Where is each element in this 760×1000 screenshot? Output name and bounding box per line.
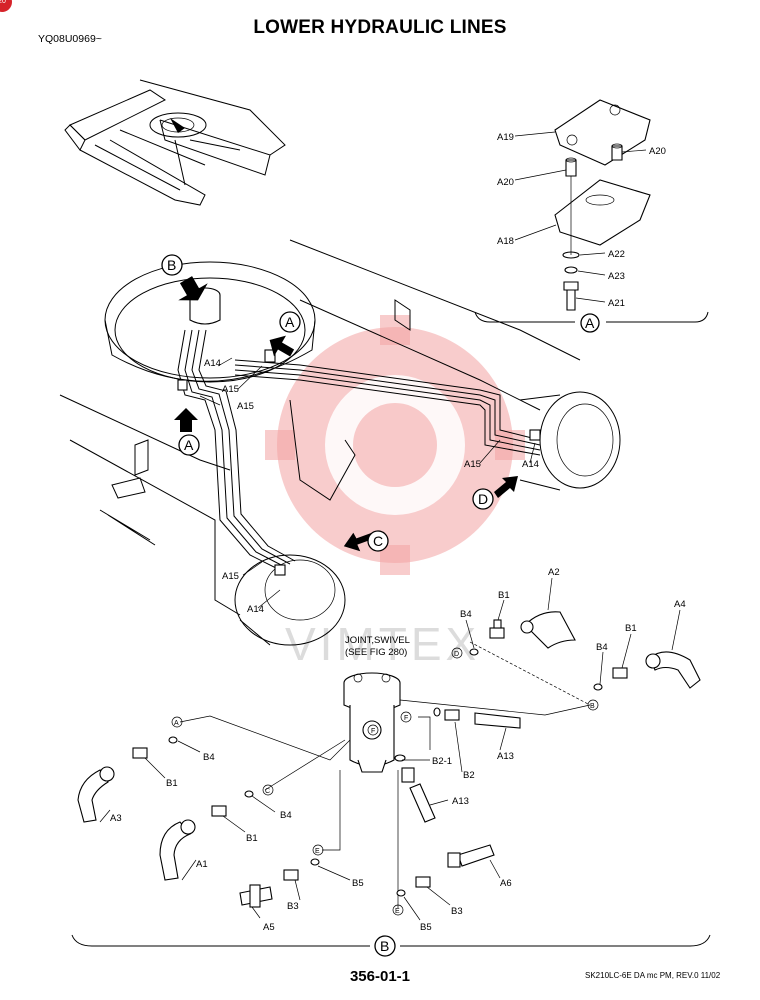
watermark-text: VIMTEX: [285, 618, 480, 670]
undercarriage-thumbnail: [64, 79, 286, 206]
mark-f-lower-letter: F: [371, 728, 375, 735]
label-b2: B2: [463, 770, 475, 781]
mark-e-left-letter: E: [315, 848, 320, 855]
label-a14-bottom: A14: [247, 604, 264, 615]
label-a22: A22: [608, 249, 625, 260]
page-title: LOWER HYDRAULIC LINES: [253, 17, 507, 38]
page-number: 356-01-1: [349, 968, 411, 985]
mark-c-letter: C: [265, 788, 270, 795]
label-a4: A4: [674, 599, 686, 610]
callout-c-circle: [367, 530, 389, 552]
callout-a-detail-letter: A: [585, 315, 595, 331]
callout-a-upper-circle: [279, 311, 301, 333]
mark-e-bottom-circle: [392, 904, 404, 916]
label-b1-right: B1: [625, 623, 637, 634]
label-a2: A2: [548, 567, 560, 578]
callout-a-upper-letter: A: [285, 314, 295, 330]
mark-e-left-circle: [312, 844, 324, 856]
label-a15-left: A15: [237, 401, 254, 412]
label-a5: A5: [263, 922, 275, 933]
label-a3: A3: [110, 813, 122, 824]
label-b3-right: B3: [451, 906, 463, 917]
label-a21: A21: [608, 298, 625, 309]
label-b4-right: B4: [596, 642, 608, 653]
label-a15-right: A15: [464, 459, 481, 470]
callout-d-circle: [472, 488, 494, 510]
mark-f-upper-circle: [400, 711, 412, 723]
label-b5-left: B5: [352, 878, 364, 889]
revision-info: SK210LC-6E DA mc PM, REV.0 11/02: [585, 971, 721, 980]
label-b3-left: B3: [287, 901, 299, 912]
label-a15-mid: A15: [222, 384, 239, 395]
callout-a-detail-circle: [580, 313, 600, 333]
callout-b-circle: [161, 254, 183, 276]
label-a19: A19: [497, 132, 514, 143]
mark-d-letter: D: [454, 651, 459, 658]
mark-b-circle: [587, 699, 599, 711]
label-a14-right: A14: [522, 459, 539, 470]
callout-b-detail-letter: B: [380, 938, 389, 954]
mark-d-circle: [451, 647, 463, 659]
frame-overview: [59, 239, 621, 646]
mark-f-upper-letter: F: [404, 715, 408, 722]
label-b4-left: B4: [203, 752, 215, 763]
callout-c-letter: C: [373, 533, 383, 549]
label-b5-bottom: B5: [420, 922, 432, 933]
label-a20-left: A20: [497, 177, 514, 188]
label-b2-1: B2-1: [432, 756, 452, 767]
label-a20-right: A20: [649, 146, 666, 157]
corner-badge: 20: [0, 0, 12, 12]
swivel-label-line1: JOINT,SWIVEL: [345, 635, 410, 646]
callout-d-letter: D: [478, 491, 488, 507]
label-b1-mid: B1: [246, 833, 258, 844]
label-b1-top: B1: [498, 590, 510, 601]
document-code: YQ08U0969~: [38, 33, 102, 45]
detail-a-assembly: [474, 99, 709, 323]
callout-b-letter: B: [167, 257, 176, 273]
label-a14-top: A14: [204, 358, 221, 369]
label-a23: A23: [608, 271, 625, 282]
label-b4-top: B4: [460, 609, 472, 620]
mark-a-letter: A: [174, 720, 179, 727]
label-b4-mid: B4: [280, 810, 292, 821]
label-b1-left: B1: [166, 778, 178, 789]
label-a15-bottom: A15: [222, 571, 239, 582]
label-a13-top: A13: [497, 751, 514, 762]
callout-a-lower-circle: [178, 434, 200, 456]
callout-b-detail-circle: [374, 935, 396, 957]
mark-f-lower-circle: [367, 724, 379, 736]
mark-c-circle: [262, 784, 274, 796]
label-a13-bottom: A13: [452, 796, 469, 807]
mark-e-bottom-letter: E: [395, 908, 400, 915]
swivel-label-line2: (SEE FIG 280): [345, 647, 407, 658]
label-a1: A1: [196, 859, 208, 870]
label-a18: A18: [497, 236, 514, 247]
callout-a-lower-letter: A: [184, 437, 194, 453]
fitting-b1-top: [489, 619, 505, 639]
label-a6: A6: [500, 878, 512, 889]
mark-b-letter: B: [590, 703, 595, 710]
detail-b-exploded-view: [71, 577, 711, 947]
mark-a-circle: [171, 716, 183, 728]
